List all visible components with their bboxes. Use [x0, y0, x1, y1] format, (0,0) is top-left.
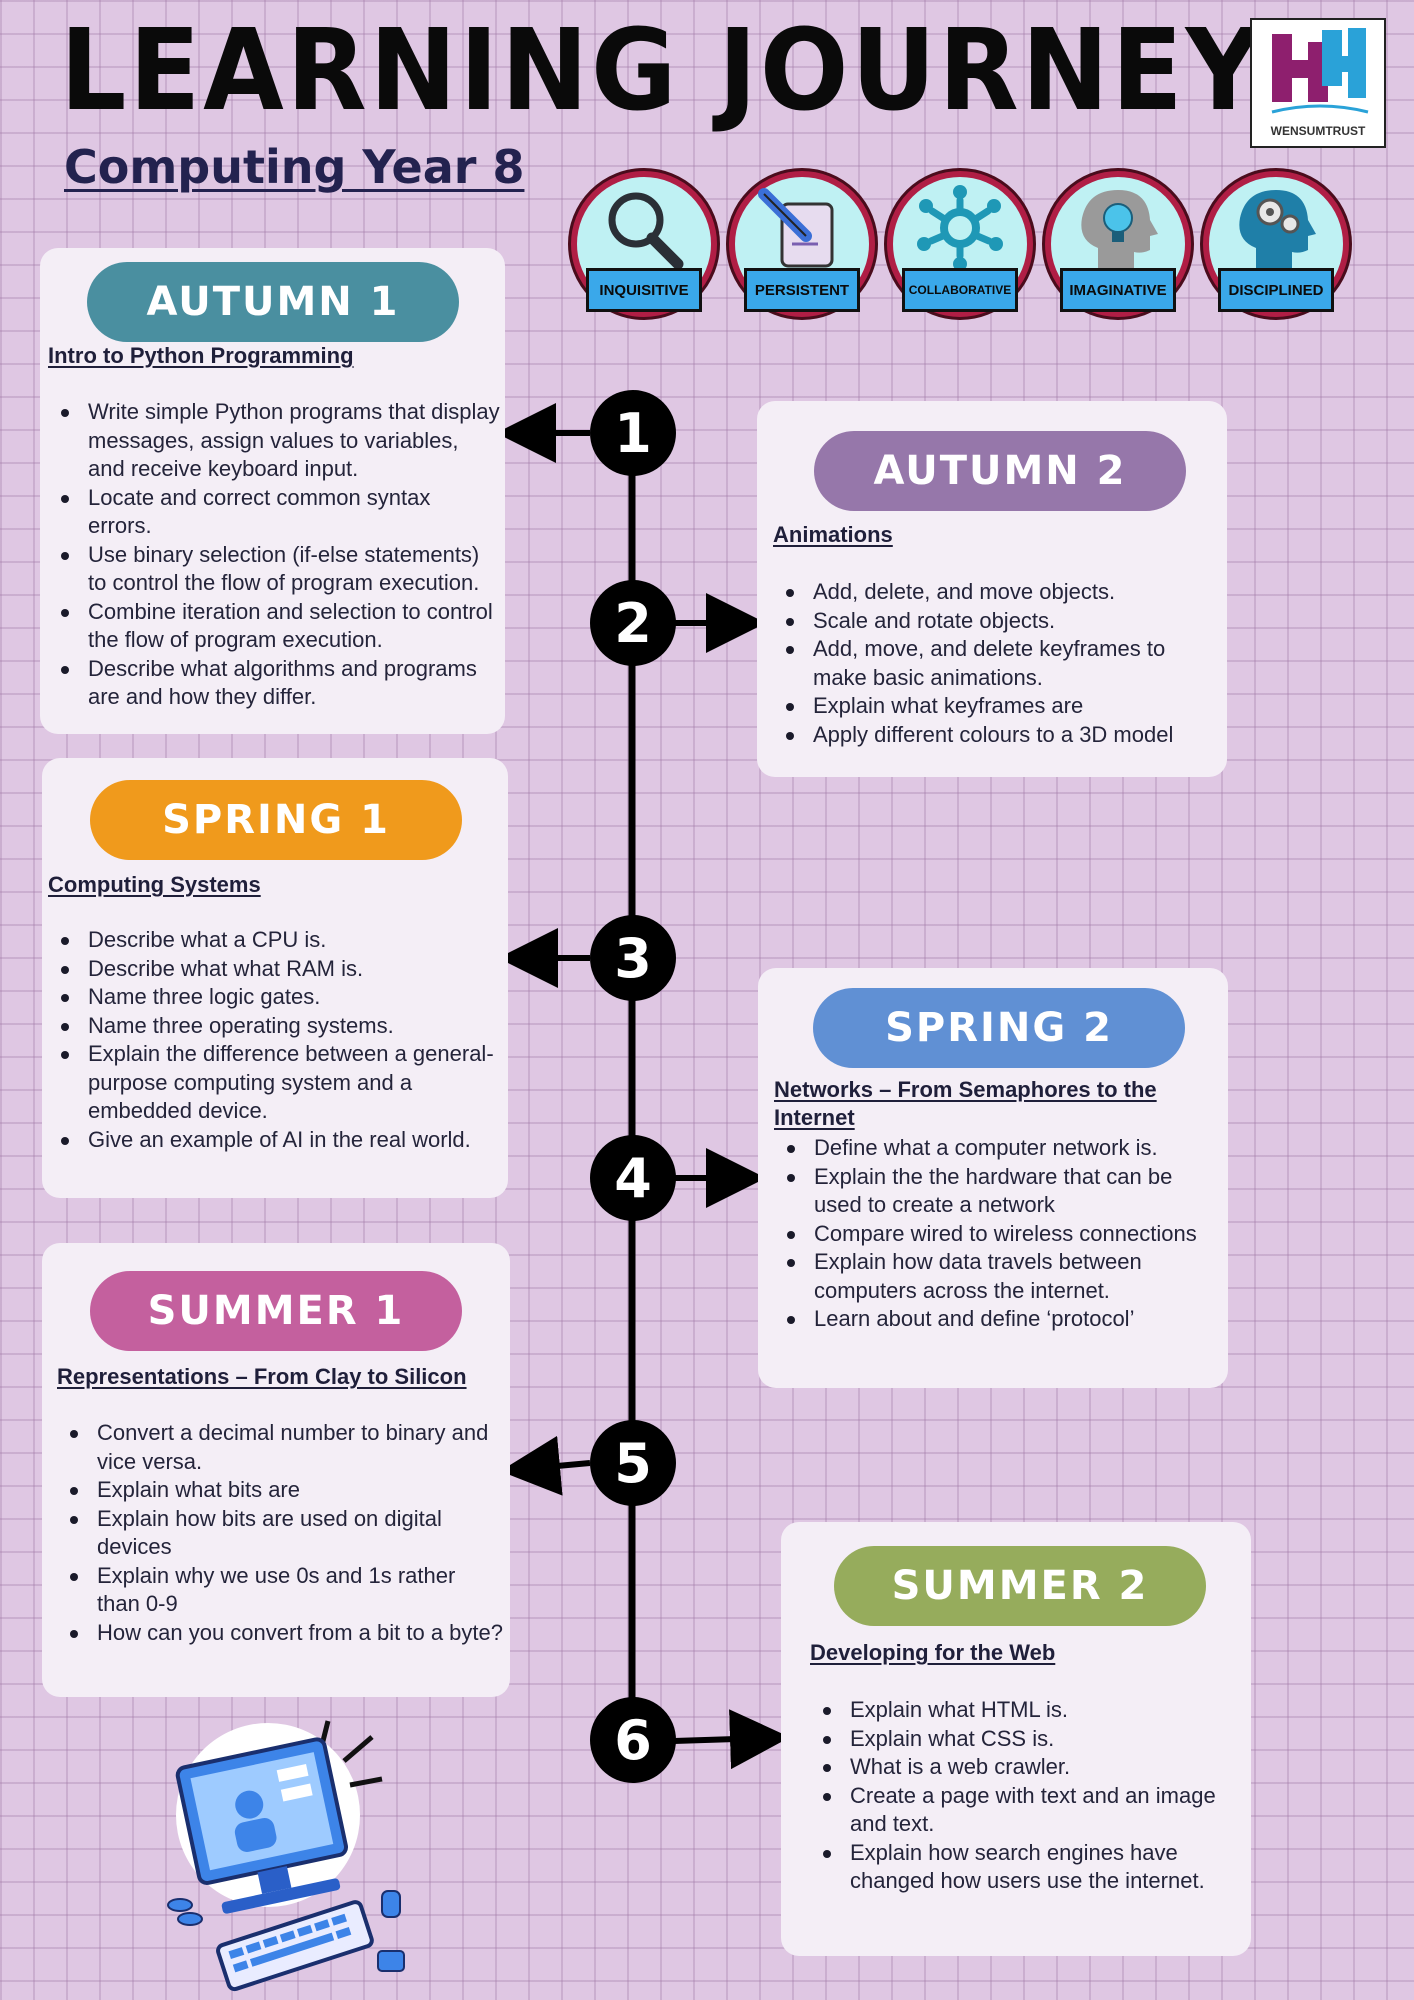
value-collaborative: COLLABORATIVE	[884, 168, 1036, 320]
value-imaginative: IMAGINATIVE	[1042, 168, 1194, 320]
list-item: Convert a decimal number to binary and v…	[57, 1419, 503, 1476]
list-item: Learn about and define ‘protocol’	[774, 1305, 1220, 1334]
school-logo: WENSUMTRUST	[1250, 18, 1386, 148]
topic-title: Representations – From Clay to Silicon	[57, 1364, 467, 1389]
pen-scroll-icon	[758, 188, 834, 268]
list-item: Apply different colours to a 3D model	[773, 721, 1221, 750]
list-item: Add, move, and delete keyframes to make …	[773, 635, 1221, 692]
arrow-5	[500, 1435, 591, 1496]
value-label: COLLABORATIVE	[902, 268, 1018, 312]
list-item: How can you convert from a bit to a byte…	[57, 1619, 503, 1648]
step-6: 6	[590, 1697, 676, 1783]
term-pill-summer-1: SUMMER 1	[90, 1271, 462, 1351]
step-5: 5	[590, 1420, 676, 1506]
list-item: Combine iteration and selection to contr…	[48, 598, 500, 655]
list-item: Explain how search engines have changed …	[810, 1839, 1246, 1896]
topic-title: Developing for the Web	[810, 1640, 1056, 1665]
list-item: Explain what keyframes are	[773, 692, 1221, 721]
page-title: LEARNING JOURNEY	[60, 6, 1264, 136]
list-item: Explain what HTML is.	[810, 1696, 1246, 1725]
list-item: Define what a computer network is.	[774, 1134, 1220, 1163]
list-item: Locate and correct common syntax errors.	[48, 484, 500, 541]
list-item: Use binary selection (if-else statements…	[48, 541, 500, 598]
head-lightbulb-icon	[1081, 190, 1158, 268]
objectives-list: Add, delete, and move objects. Scale and…	[773, 578, 1221, 749]
term-pill-autumn-2: AUTUMN 2	[814, 431, 1186, 511]
term-pill-spring-1: SPRING 1	[90, 780, 462, 860]
topic-title: Animations	[773, 522, 893, 547]
value-label: PERSISTENT	[744, 268, 860, 312]
list-item: Explain why we use 0s and 1s rather than…	[57, 1562, 503, 1619]
logo-wordmark: WENSUMTRUST	[1270, 124, 1366, 138]
magnifier-icon	[608, 192, 684, 270]
topic-title: Computing Systems	[48, 872, 261, 897]
step-2: 2	[590, 580, 676, 666]
card-spring-2: SPRING 2 Networks – From Semaphores to t…	[758, 968, 1228, 1388]
computer-illustration-icon	[167, 1720, 405, 1992]
objectives-list: Define what a computer network is. Expla…	[774, 1134, 1220, 1334]
objectives-list: Explain what HTML is. Explain what CSS i…	[810, 1696, 1246, 1896]
topic-title: Networks – From Semaphores to the Intern…	[774, 1077, 1157, 1130]
value-disciplined: DISCIPLINED	[1200, 168, 1352, 320]
value-inquisitive: INQUISITIVE	[568, 168, 720, 320]
list-item: Scale and rotate objects.	[773, 607, 1221, 636]
school-values: INQUISITIVE PERSISTENT COLLABORATIVE	[568, 168, 1358, 320]
card-summer-1: SUMMER 1 Representations – From Clay to …	[42, 1243, 510, 1697]
value-label: IMAGINATIVE	[1060, 268, 1176, 312]
value-label: INQUISITIVE	[586, 268, 702, 312]
term-pill-autumn-1: AUTUMN 1	[87, 262, 459, 342]
value-persistent: PERSISTENT	[726, 168, 878, 320]
list-item: Create a page with text and an image and…	[810, 1782, 1246, 1839]
head-gears-icon	[1239, 190, 1316, 268]
step-3: 3	[590, 915, 676, 1001]
list-item: Name three operating systems.	[48, 1012, 498, 1041]
list-item: Describe what what RAM is.	[48, 955, 498, 984]
list-item: Explain how data travels between compute…	[774, 1248, 1220, 1305]
value-label: DISCIPLINED	[1218, 268, 1334, 312]
term-pill-spring-2: SPRING 2	[813, 988, 1185, 1068]
card-autumn-1: AUTUMN 1 Intro to Python Programming Wri…	[40, 248, 505, 734]
card-summer-2: SUMMER 2 Developing for the Web Explain …	[781, 1522, 1251, 1956]
step-4: 4	[590, 1135, 676, 1221]
list-item: Explain the the hardware that can be use…	[774, 1163, 1220, 1220]
list-item: Add, delete, and move objects.	[773, 578, 1221, 607]
arrow-6	[673, 1709, 790, 1770]
list-item: Explain the difference between a general…	[48, 1040, 498, 1126]
topic-title: Intro to Python Programming	[48, 343, 354, 368]
list-item: What is a web crawler.	[810, 1753, 1246, 1782]
objectives-list: Write simple Python programs that displa…	[48, 398, 500, 712]
objectives-list: Describe what a CPU is. Describe what wh…	[48, 926, 498, 1154]
list-item: Explain what bits are	[57, 1476, 503, 1505]
list-item: Explain what CSS is.	[810, 1725, 1246, 1754]
objectives-list: Convert a decimal number to binary and v…	[57, 1419, 503, 1647]
list-item: Write simple Python programs that displa…	[48, 398, 500, 484]
list-item: Give an example of AI in the real world.	[48, 1126, 498, 1155]
people-circle-icon	[917, 185, 1003, 271]
page-subtitle: Computing Year 8	[64, 140, 525, 194]
list-item: Explain how bits are used on digital dev…	[57, 1505, 503, 1562]
term-pill-summer-2: SUMMER 2	[834, 1546, 1206, 1626]
trust-logo-icon	[1271, 28, 1369, 114]
card-spring-1: SPRING 1 Computing Systems Describe what…	[42, 758, 508, 1198]
list-item: Name three logic gates.	[48, 983, 498, 1012]
card-autumn-2: AUTUMN 2 Animations Add, delete, and mov…	[757, 401, 1227, 777]
list-item: Compare wired to wireless connections	[774, 1220, 1220, 1249]
list-item: Describe what a CPU is.	[48, 926, 498, 955]
list-item: Describe what algorithms and programs ar…	[48, 655, 500, 712]
step-1: 1	[590, 390, 676, 476]
